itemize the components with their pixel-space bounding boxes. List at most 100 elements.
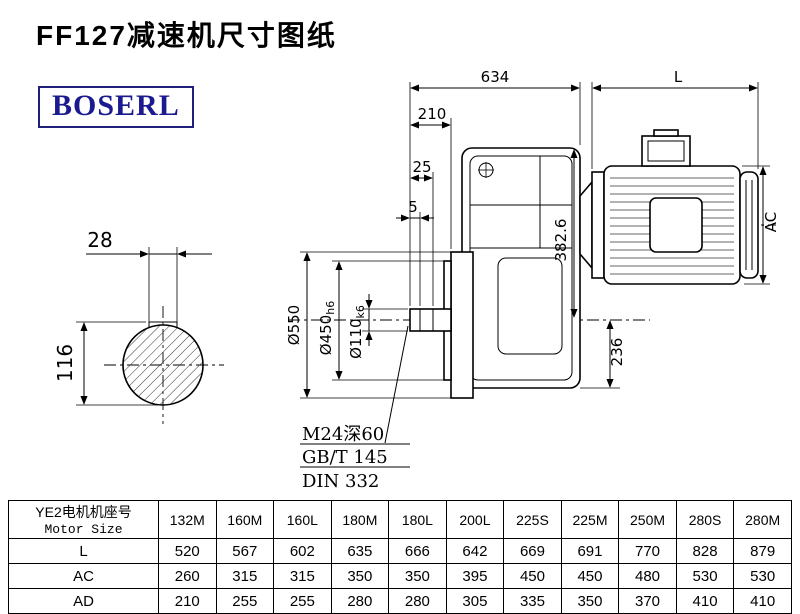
value-cell: 480: [618, 563, 677, 589]
row-label-AD: AD: [8, 588, 159, 614]
value-cell: 370: [618, 588, 677, 614]
value-cell: 350: [388, 563, 447, 589]
value-cell: 602: [273, 538, 332, 564]
value-cell: 395: [445, 563, 505, 589]
value-cell: 305: [445, 588, 505, 614]
table-header-motor-size: YE2电机机座号 Motor Size: [8, 500, 159, 539]
value-cell: 666: [388, 538, 447, 564]
motor-adapter: [579, 179, 593, 271]
value-cell: 450: [560, 563, 620, 589]
dim-5: 5: [408, 198, 418, 216]
shaft-section: [122, 324, 204, 406]
column-header-225S: 225S: [503, 500, 562, 539]
dim-AC: AC: [762, 212, 780, 232]
technical-drawing: 28 116: [53, 68, 780, 492]
dimensions: 634 L 210 25 5 Ø550 Ø450h6 Ø110k6 382.6 …: [285, 68, 780, 399]
brand-text: BOSERL: [52, 89, 180, 122]
dim-634: 634: [481, 68, 510, 86]
value-cell: 350: [560, 588, 620, 614]
value-cell: 642: [445, 538, 505, 564]
column-header-160L: 160L: [273, 500, 332, 539]
value-cell: 770: [618, 538, 677, 564]
row-label-L: L: [8, 538, 159, 564]
keyway-flat: [148, 321, 178, 328]
value-cell: 315: [273, 563, 332, 589]
fan-cover: [739, 171, 759, 279]
fan-cover-slots: [745, 180, 753, 270]
output-shaft: [409, 308, 452, 332]
motor-flange: [591, 171, 605, 279]
housing-details: [470, 156, 572, 355]
brand-logo: BOSERL: [38, 86, 194, 128]
column-header-200L: 200L: [445, 500, 505, 539]
value-cell: 315: [215, 563, 275, 589]
value-cell: 530: [675, 563, 735, 589]
terminal-box-cap: [653, 129, 679, 137]
value-cell: 669: [503, 538, 562, 564]
column-header-280M: 280M: [733, 500, 792, 539]
dimension-lines: [80, 250, 212, 405]
value-cell: 280: [388, 588, 447, 614]
note-gbt: GB/T 145: [302, 447, 388, 468]
extension-lines: [300, 82, 770, 399]
dim-116: 116: [53, 344, 77, 382]
shaft-end-view: 28 116: [53, 228, 224, 424]
mounting-flange: [450, 251, 474, 399]
note-din: DIN 332: [302, 471, 379, 492]
column-header-225M: 225M: [560, 500, 620, 539]
motor-frame-detail: [649, 197, 703, 253]
terminal-box-inner: [647, 140, 685, 162]
column-header-180M: 180M: [330, 500, 390, 539]
dim-110k6: Ø110k6: [347, 305, 367, 359]
shaft-notes: M24深60 GB/T 145 DIN 332: [300, 325, 410, 492]
dim-28: 28: [87, 228, 112, 252]
dim-25: 25: [412, 158, 431, 176]
column-header-280S: 280S: [675, 500, 735, 539]
value-cell: 255: [215, 588, 275, 614]
page-title: FF127减速机尺寸图纸: [36, 20, 337, 51]
value-cell: 210: [158, 588, 217, 614]
value-cell: 530: [733, 563, 792, 589]
extension-lines: [76, 247, 178, 406]
value-cell: 255: [273, 588, 332, 614]
dim-450-main: Ø450: [317, 315, 335, 355]
shaft-steps: [419, 309, 434, 331]
value-cell: 260: [158, 563, 217, 589]
value-cell: 879: [733, 538, 792, 564]
dim-210: 210: [418, 105, 447, 123]
column-header-160M: 160M: [215, 500, 275, 539]
dim-382-6: 382.6: [552, 219, 570, 262]
dim-450-sub: h6: [324, 301, 337, 315]
dim-450h6: Ø450h6: [317, 301, 337, 355]
value-cell: 567: [215, 538, 275, 564]
value-cell: 280: [330, 588, 390, 614]
value-cell: 520: [158, 538, 217, 564]
header-en-label: Motor Size: [44, 522, 123, 537]
dim-236: 236: [608, 338, 626, 367]
value-cell: 828: [675, 538, 735, 564]
value-cell: 450: [503, 563, 562, 589]
value-cell: 410: [675, 588, 735, 614]
dim-L: L: [674, 68, 683, 86]
reducer-side-view: [288, 129, 776, 399]
value-cell: 691: [560, 538, 620, 564]
column-header-132M: 132M: [158, 500, 217, 539]
column-header-250M: 250M: [618, 500, 677, 539]
header-cn-label: YE2电机机座号: [35, 504, 132, 520]
row-label-AC: AC: [8, 563, 159, 589]
note-thread: M24深60: [302, 424, 384, 445]
value-cell: 410: [733, 588, 792, 614]
leader-line: [384, 325, 409, 444]
value-cell: 350: [330, 563, 390, 589]
column-header-180L: 180L: [388, 500, 447, 539]
value-cell: 635: [330, 538, 390, 564]
dim-110-main: Ø110: [347, 318, 365, 358]
dim-110-sub: k6: [354, 305, 367, 318]
value-cell: 335: [503, 588, 562, 614]
dim-550: Ø550: [285, 305, 303, 345]
